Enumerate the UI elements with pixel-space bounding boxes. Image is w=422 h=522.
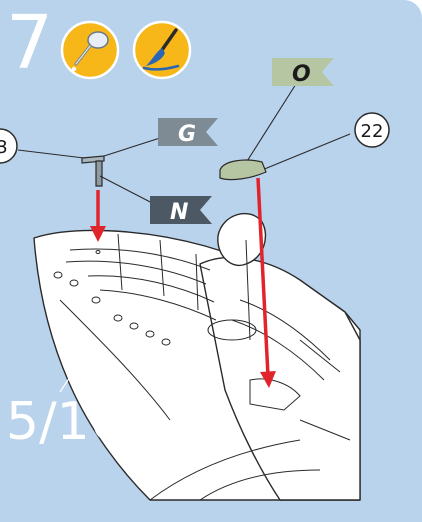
flag-o-letter: O <box>292 62 311 87</box>
flag-o: O <box>272 58 334 87</box>
flag-g-letter: G <box>178 122 196 147</box>
wing-drawing <box>33 212 361 501</box>
step-number: 7 <box>6 0 54 86</box>
leader-lines <box>17 83 351 207</box>
scale-label: 5/16 <box>6 392 123 452</box>
flag-n-letter: N <box>170 200 188 225</box>
panel-lines <box>59 233 351 501</box>
part-number-22: 22 <box>354 112 390 148</box>
paint-brush-icon <box>132 20 192 80</box>
part-22-fairing <box>219 159 267 181</box>
flag-g: G <box>158 118 218 147</box>
rivet-holes <box>53 250 171 346</box>
part-number-3-label: 3 <box>0 137 8 158</box>
part-number-22-label: 22 <box>361 121 384 142</box>
scale-leader-line <box>59 337 97 393</box>
part-3-mast <box>81 155 105 187</box>
part-number-3: 3 <box>0 128 18 164</box>
glue-bottle-icon <box>60 20 120 80</box>
flag-n: N <box>150 196 212 225</box>
placement-arrows <box>90 177 276 388</box>
